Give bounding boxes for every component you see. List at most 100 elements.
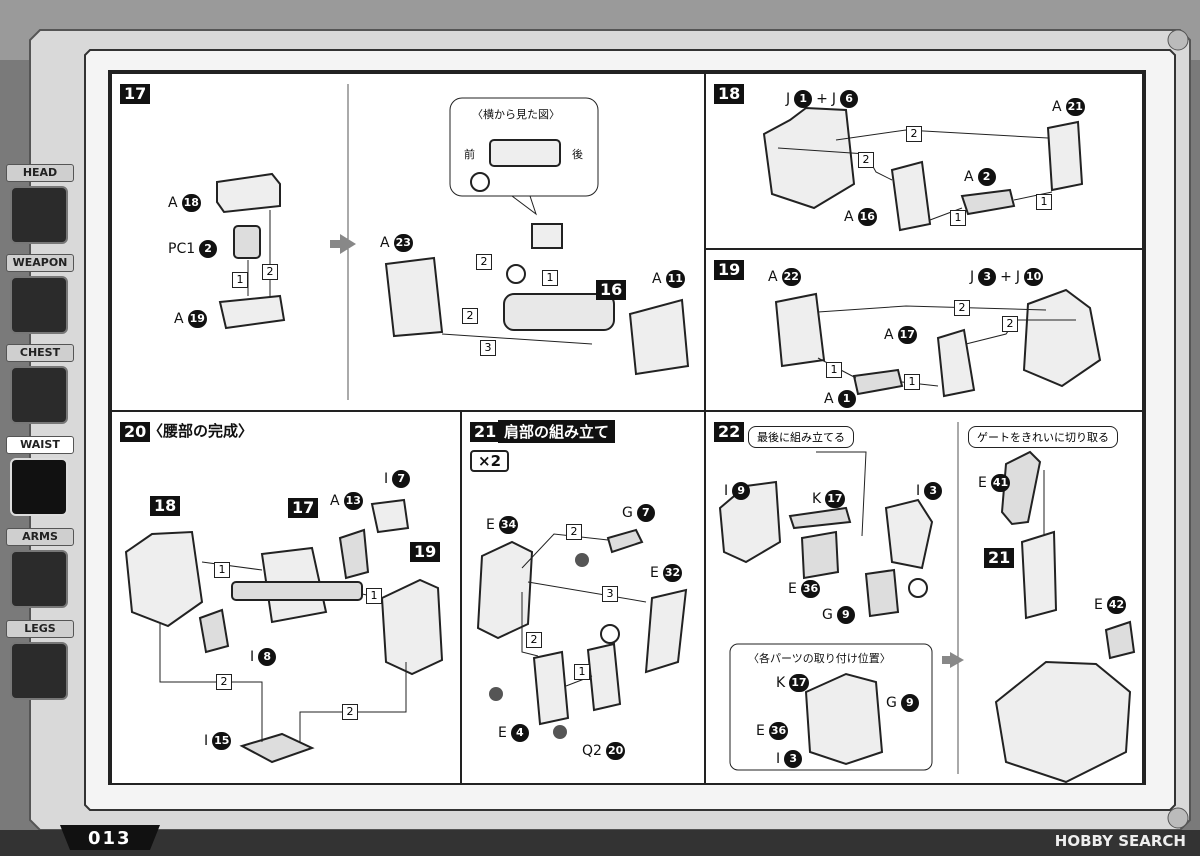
multiplier-badge: ×2 <box>470 450 510 472</box>
step-box: 3 <box>602 586 618 602</box>
tab-legs[interactable]: LEGS <box>2 616 78 702</box>
step-box: 2 <box>858 152 874 168</box>
legs-icon <box>10 642 68 700</box>
head-icon <box>10 186 68 244</box>
tab-label: WEAPON <box>6 254 74 272</box>
step-number: 21 <box>470 422 501 442</box>
step-box: 2 <box>462 308 478 324</box>
step-number: 22 <box>714 422 745 442</box>
ref-step-17: 17 <box>288 498 319 518</box>
step-number: 19 <box>714 260 745 280</box>
step-19-drawing <box>774 288 1102 398</box>
note-cut-gate: ゲートをきれいに切り取る <box>968 426 1118 448</box>
tab-label: HEAD <box>6 164 74 182</box>
step-box: 1 <box>1036 194 1052 210</box>
step-box: 2 <box>526 632 542 648</box>
side-view-title: 〈横から見た図〉 <box>472 108 560 121</box>
step-box: 3 <box>480 340 496 356</box>
step-box: 1 <box>542 270 558 286</box>
tab-arms[interactable]: ARMS <box>2 524 78 610</box>
side-view-front: 前 <box>464 148 475 161</box>
tab-label: LEGS <box>6 620 74 638</box>
tab-head[interactable]: HEAD <box>2 160 78 246</box>
weapon-icon <box>10 276 68 334</box>
step-box: 1 <box>950 210 966 226</box>
step-box: 2 <box>906 126 922 142</box>
arms-icon <box>10 550 68 608</box>
step-number: 18 <box>714 84 745 104</box>
side-view-back: 後 <box>572 148 583 161</box>
tab-label: ARMS <box>6 528 74 546</box>
step-box: 1 <box>366 588 382 604</box>
step-18-drawing <box>762 106 1084 232</box>
ref-step-18: 18 <box>150 496 181 516</box>
step-box: 2 <box>954 300 970 316</box>
step-box: 2 <box>216 674 232 690</box>
tab-weapon[interactable]: WEAPON <box>2 250 78 336</box>
waist-icon <box>10 458 68 516</box>
step-20-drawing <box>124 498 444 764</box>
step-17-drawing <box>216 84 690 400</box>
tab-chest[interactable]: CHEST <box>2 340 78 426</box>
ref-step-19: 19 <box>410 542 441 562</box>
ref-step-21: 21 <box>984 548 1015 568</box>
step-number: 20 <box>120 422 151 442</box>
watermark: HOBBY SEARCH <box>1054 832 1186 850</box>
ref-step-16: 16 <box>596 280 627 300</box>
step-box: 1 <box>232 272 248 288</box>
step-21-drawing <box>476 528 688 739</box>
step-title: 肩部の組み立て <box>498 420 616 443</box>
step-title: 〈腰部の完成〉 <box>148 422 254 440</box>
tab-waist[interactable]: WAIST <box>2 432 78 518</box>
step-box: 2 <box>566 524 582 540</box>
tab-label: CHEST <box>6 344 74 362</box>
step-box: 2 <box>342 704 358 720</box>
step-box: 1 <box>904 374 920 390</box>
step-box: 2 <box>262 264 278 280</box>
step-box: 2 <box>1002 316 1018 332</box>
step-box: 1 <box>214 562 230 578</box>
step-box: 1 <box>826 362 842 378</box>
step-number: 17 <box>120 84 151 104</box>
step-box: 1 <box>574 664 590 680</box>
chest-icon <box>10 366 68 424</box>
note-assemble-last: 最後に組み立てる <box>748 426 854 448</box>
